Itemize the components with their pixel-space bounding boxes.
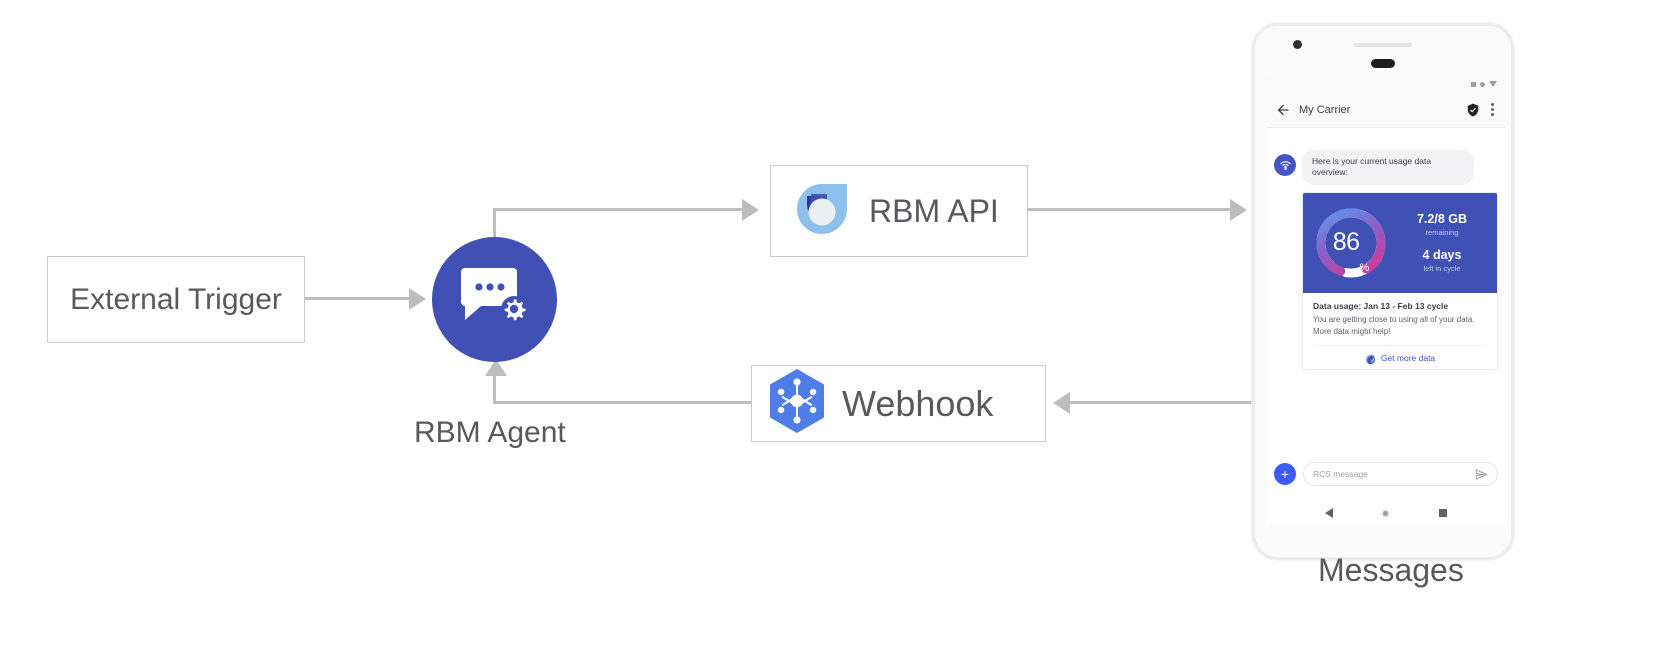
android-nav-bar (1267, 508, 1505, 518)
plus-icon[interactable]: + (1274, 463, 1296, 485)
gauge-percent-value: 86 (1332, 228, 1360, 257)
rbm-api-label: RBM API (869, 192, 999, 229)
stat-data-remaining: 7.2/8 GB remaining (1391, 212, 1493, 237)
gauge-percent: 86 % (1313, 205, 1389, 281)
gauge-percent-symbol: % (1359, 261, 1370, 274)
usage-stats: 7.2/8 GB remaining 4 days left in cycle (1389, 212, 1493, 273)
messages-caption: Messages (1318, 552, 1464, 588)
nav-recents-icon[interactable] (1438, 509, 1447, 517)
connector-trigger-to-agent (305, 297, 409, 300)
message-input[interactable]: RCS message (1303, 462, 1498, 486)
card-description: You are getting close to using all of yo… (1313, 314, 1475, 336)
message-composer: + RCS message (1274, 462, 1498, 486)
gauge-panel: 86 % 7.2/8 GB remaining 4 days le (1303, 192, 1497, 293)
chat-gear-icon (460, 266, 529, 333)
arrowhead-trigger-to-agent (409, 288, 426, 310)
phone-earpiece (1371, 59, 1395, 68)
card-title: Data usage: Jan 13 - Feb 13 cycle (1313, 300, 1449, 311)
phone-screen: My Carrier (1267, 76, 1505, 524)
stat-caption: left in cycle (1423, 264, 1461, 274)
status-bar (1267, 76, 1505, 92)
connector-agent-to-api (493, 208, 742, 211)
conversation-title: My Carrier (1299, 103, 1351, 116)
stat-value: 4 days (1422, 248, 1462, 263)
connector-api-to-phone (1028, 208, 1230, 211)
stat-caption: remaining (1425, 228, 1459, 238)
usage-gauge: 86 % (1313, 205, 1389, 281)
stat-value: 7.2/8 GB (1416, 212, 1468, 227)
arrowhead-phone-to-webhook (1053, 392, 1070, 414)
globe-icon (1365, 352, 1376, 365)
rbm-api-node[interactable]: RBM API (770, 165, 1028, 257)
send-icon[interactable] (1475, 468, 1488, 481)
rbm-agent-label: RBM Agent (414, 416, 566, 449)
nav-home-icon[interactable] (1381, 508, 1391, 518)
stat-days-left: 4 days left in cycle (1391, 248, 1493, 273)
connector-webhook-to-agent (493, 401, 751, 404)
rbm-agent-node[interactable] (432, 237, 557, 362)
phone-device: My Carrier (1252, 23, 1514, 560)
connector-agent-up-return (493, 376, 496, 402)
square-icon (1471, 81, 1476, 87)
triangle-down-icon (1489, 81, 1497, 87)
app-bar: My Carrier (1267, 92, 1505, 128)
rcs-agent-avatar-icon (1274, 154, 1296, 176)
arrowhead-agent-to-api (742, 199, 759, 221)
get-more-data-button[interactable]: Get more data (1313, 345, 1487, 365)
connector-agent-up (493, 208, 496, 240)
phone-camera (1293, 40, 1302, 49)
webhook-label: Webhook (842, 382, 994, 424)
phone-speaker-grill (1354, 43, 1412, 47)
external-trigger-label: External Trigger (70, 282, 282, 316)
webhook-hexagon-icon (766, 367, 828, 440)
dot-icon (1480, 81, 1485, 87)
arrowhead-webhook-to-agent (485, 359, 507, 376)
data-usage-rich-card[interactable]: 86 % 7.2/8 GB remaining 4 days le (1302, 191, 1498, 371)
get-more-data-label: Get more data (1380, 352, 1436, 363)
connector-phone-to-webhook (1070, 401, 1260, 404)
webhook-node[interactable]: Webhook (751, 365, 1046, 442)
card-body: Data usage: Jan 13 - Feb 13 cycle You ar… (1303, 293, 1497, 369)
external-trigger-node[interactable]: External Trigger (47, 256, 305, 343)
greeting-message-bubble: Here is your current usage data overview… (1302, 150, 1474, 185)
conversation-area: Here is your current usage data overview… (1267, 128, 1505, 524)
arrow-back-icon[interactable] (1275, 102, 1291, 118)
arrowhead-api-to-phone (1230, 199, 1247, 221)
more-vertical-icon[interactable] (1488, 103, 1497, 116)
message-row-agent: Here is your current usage data overview… (1274, 150, 1498, 185)
rbm-droplet-icon (789, 176, 855, 247)
verified-shield-icon (1466, 103, 1480, 117)
nav-back-icon[interactable] (1325, 508, 1334, 518)
message-placeholder: RCS message (1313, 469, 1368, 479)
